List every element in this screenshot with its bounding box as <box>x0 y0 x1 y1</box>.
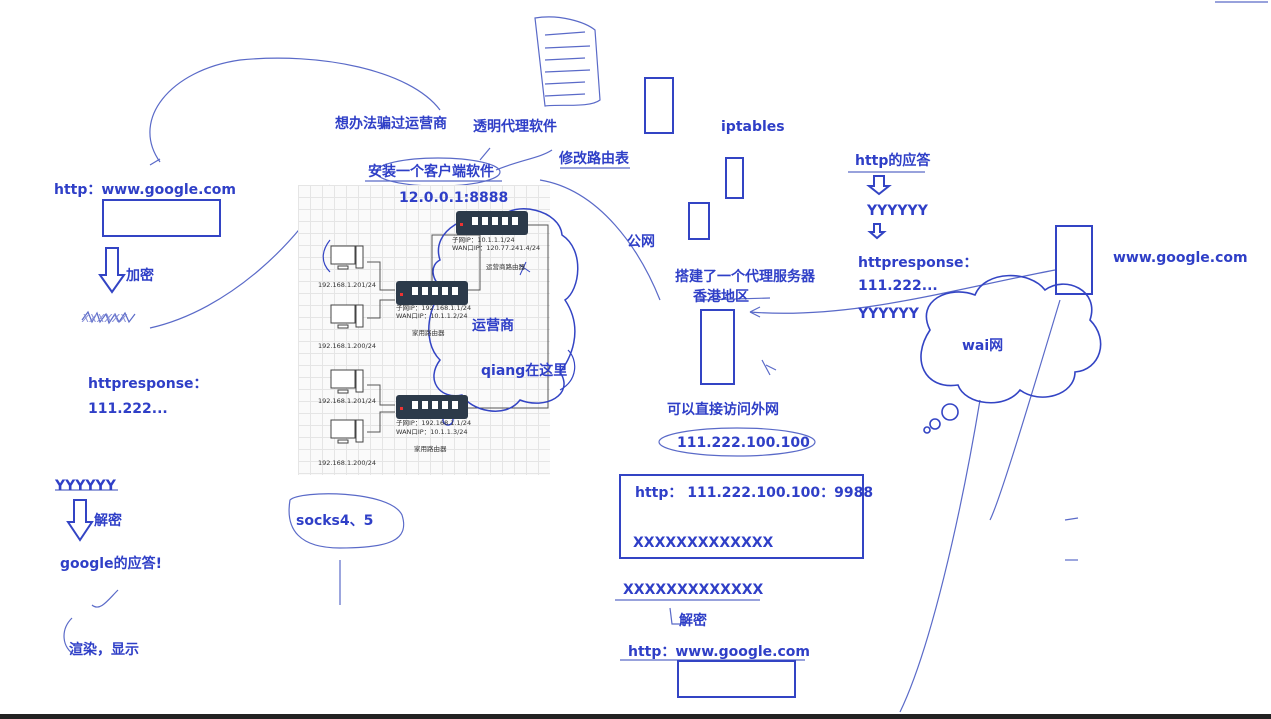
encrypt-label: 加密 <box>126 268 154 284</box>
http-reply-label: http的应答 <box>855 153 931 169</box>
www-google-label: www.google.com <box>1113 250 1248 266</box>
pc-icon <box>330 245 364 270</box>
direct-access-label: 可以直接访问外网 <box>667 402 779 418</box>
encrypted-payload: XXXXXXXXXXXXX <box>623 582 764 598</box>
decrypt-label: 解密 <box>94 513 122 529</box>
pc-ip-label: 192.168.1.201/24 <box>318 281 377 289</box>
pc-ip-label: 192.168.1.201/24 <box>318 397 377 405</box>
encrypted-payload: XXXXXXXXXXXXX <box>633 535 774 551</box>
iptables-label: iptables <box>721 119 785 135</box>
bottom-request-box <box>677 660 796 698</box>
isp-label: 运营商 <box>472 318 514 334</box>
google-server-box <box>1055 225 1093 295</box>
left-request-box <box>102 199 221 237</box>
qiang-label: qiang在这里 <box>481 363 568 379</box>
small-box <box>688 202 710 240</box>
router-name: 家用路由器 <box>414 445 447 453</box>
tall-box <box>644 77 674 134</box>
wai-net-label: wai网 <box>962 338 1004 354</box>
transparent-proxy-label: 透明代理软件 <box>473 119 557 135</box>
proxy-server-label: 搭建了一个代理服务器 <box>675 269 815 285</box>
install-client-label: 安装一个客户端软件 <box>368 164 494 180</box>
router-icon <box>456 211 528 235</box>
router-subnet-label: 子网IP：192.168.1.1/24 <box>396 419 472 427</box>
small-box <box>725 157 744 199</box>
http-request-line: http： 111.222.100.100：9988 <box>635 485 874 501</box>
render-label: 渲染，显示 <box>69 642 139 658</box>
proxy-ip-label: 111.222.100.100 <box>677 435 810 451</box>
router-icon <box>396 281 468 305</box>
pc-icon <box>330 304 364 329</box>
yyyyyy-label: YYYYYY <box>858 306 919 322</box>
httpresponse-label: httpresponse： <box>858 255 978 271</box>
decrypt-label: 解密 <box>679 613 707 629</box>
scribble-label: XXXXXX <box>82 312 128 325</box>
httpresponse-label: httpresponse： <box>88 376 208 392</box>
http-google-label: http：www.google.com <box>54 182 236 198</box>
http-google-label: http：www.google.com <box>628 644 810 660</box>
bottom-edge-bar <box>0 714 1271 719</box>
hongkong-label: 香港地区 <box>693 289 749 305</box>
pc-ip-label: 192.168.1.200/24 <box>318 459 377 467</box>
public-net-label: 公网 <box>627 234 655 250</box>
response-value: 111.222... <box>88 401 168 417</box>
router-subnet-label: 子网IP：10.1.1.1/24 <box>452 236 515 244</box>
pc-icon <box>330 419 364 444</box>
router-subnet-label: 子网IP：192.168.1.1/24 <box>396 304 472 312</box>
router-icon <box>396 395 468 419</box>
request-packet-box <box>619 474 864 559</box>
local-address-label: 12.0.0.1:8888 <box>399 190 509 206</box>
socks-label: socks4、5 <box>296 513 374 529</box>
yyyyyy-label: YYYYYY <box>867 203 928 219</box>
router-wan-label: WAN口IP：10.1.1.3/24 <box>396 428 468 436</box>
router-name: 家用路由器 <box>412 329 445 337</box>
pc-ip-label: 192.168.1.200/24 <box>318 342 377 350</box>
router-name: 运营商路由器 <box>486 263 525 271</box>
yyyyyy-label: YYYYYY <box>55 478 116 494</box>
google-reply-label: google的应答! <box>60 556 162 572</box>
response-value: 111.222... <box>858 278 938 294</box>
router-wan-label: WAN口IP：10.1.1.2/24 <box>396 312 468 320</box>
proxy-server-box <box>700 309 735 385</box>
router-wan-label: WAN口IP：120.77.241.4/24 <box>452 244 541 252</box>
trick-isp-label: 想办法骗过运营商 <box>335 116 447 132</box>
pc-icon <box>330 369 364 394</box>
modify-route-label: 修改路由表 <box>559 151 629 167</box>
